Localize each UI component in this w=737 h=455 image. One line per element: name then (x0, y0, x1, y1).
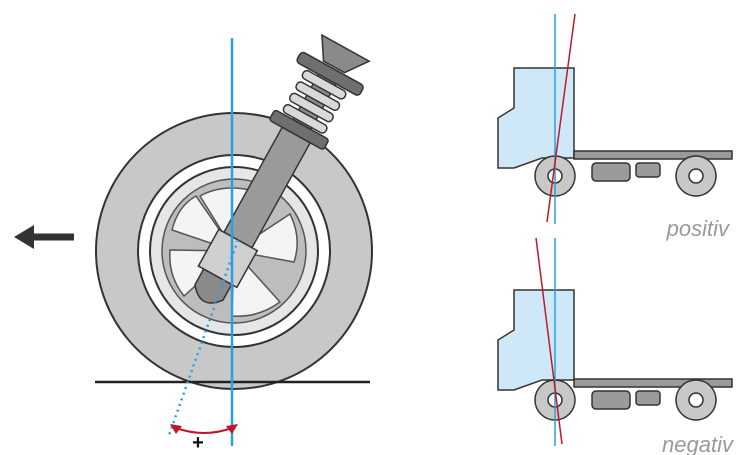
truck-frame (573, 150, 733, 160)
ball-joint (194, 267, 233, 304)
label-positive: positiv (666, 216, 731, 241)
coil-spring (282, 69, 347, 134)
steering-axis (166, 239, 240, 439)
truck-positive (497, 13, 733, 224)
fuel-tank (591, 390, 631, 410)
strut-assembly (194, 33, 371, 304)
truck-frame (573, 378, 733, 388)
battery-box (635, 162, 661, 178)
angle-arc (170, 424, 238, 434)
truck-cab (497, 289, 575, 391)
top-mount (321, 33, 371, 74)
fuel-tank (591, 162, 631, 182)
steering-axis-negative (535, 237, 563, 445)
steering-axis-positive (546, 13, 576, 223)
angle-sign: + (192, 432, 204, 454)
truck-cab (497, 67, 575, 169)
arrow-left-icon (14, 225, 74, 249)
label-negative: negativ (662, 432, 735, 455)
spring-top-plate (296, 51, 364, 96)
truck-negative (497, 237, 733, 446)
battery-box (635, 390, 661, 406)
